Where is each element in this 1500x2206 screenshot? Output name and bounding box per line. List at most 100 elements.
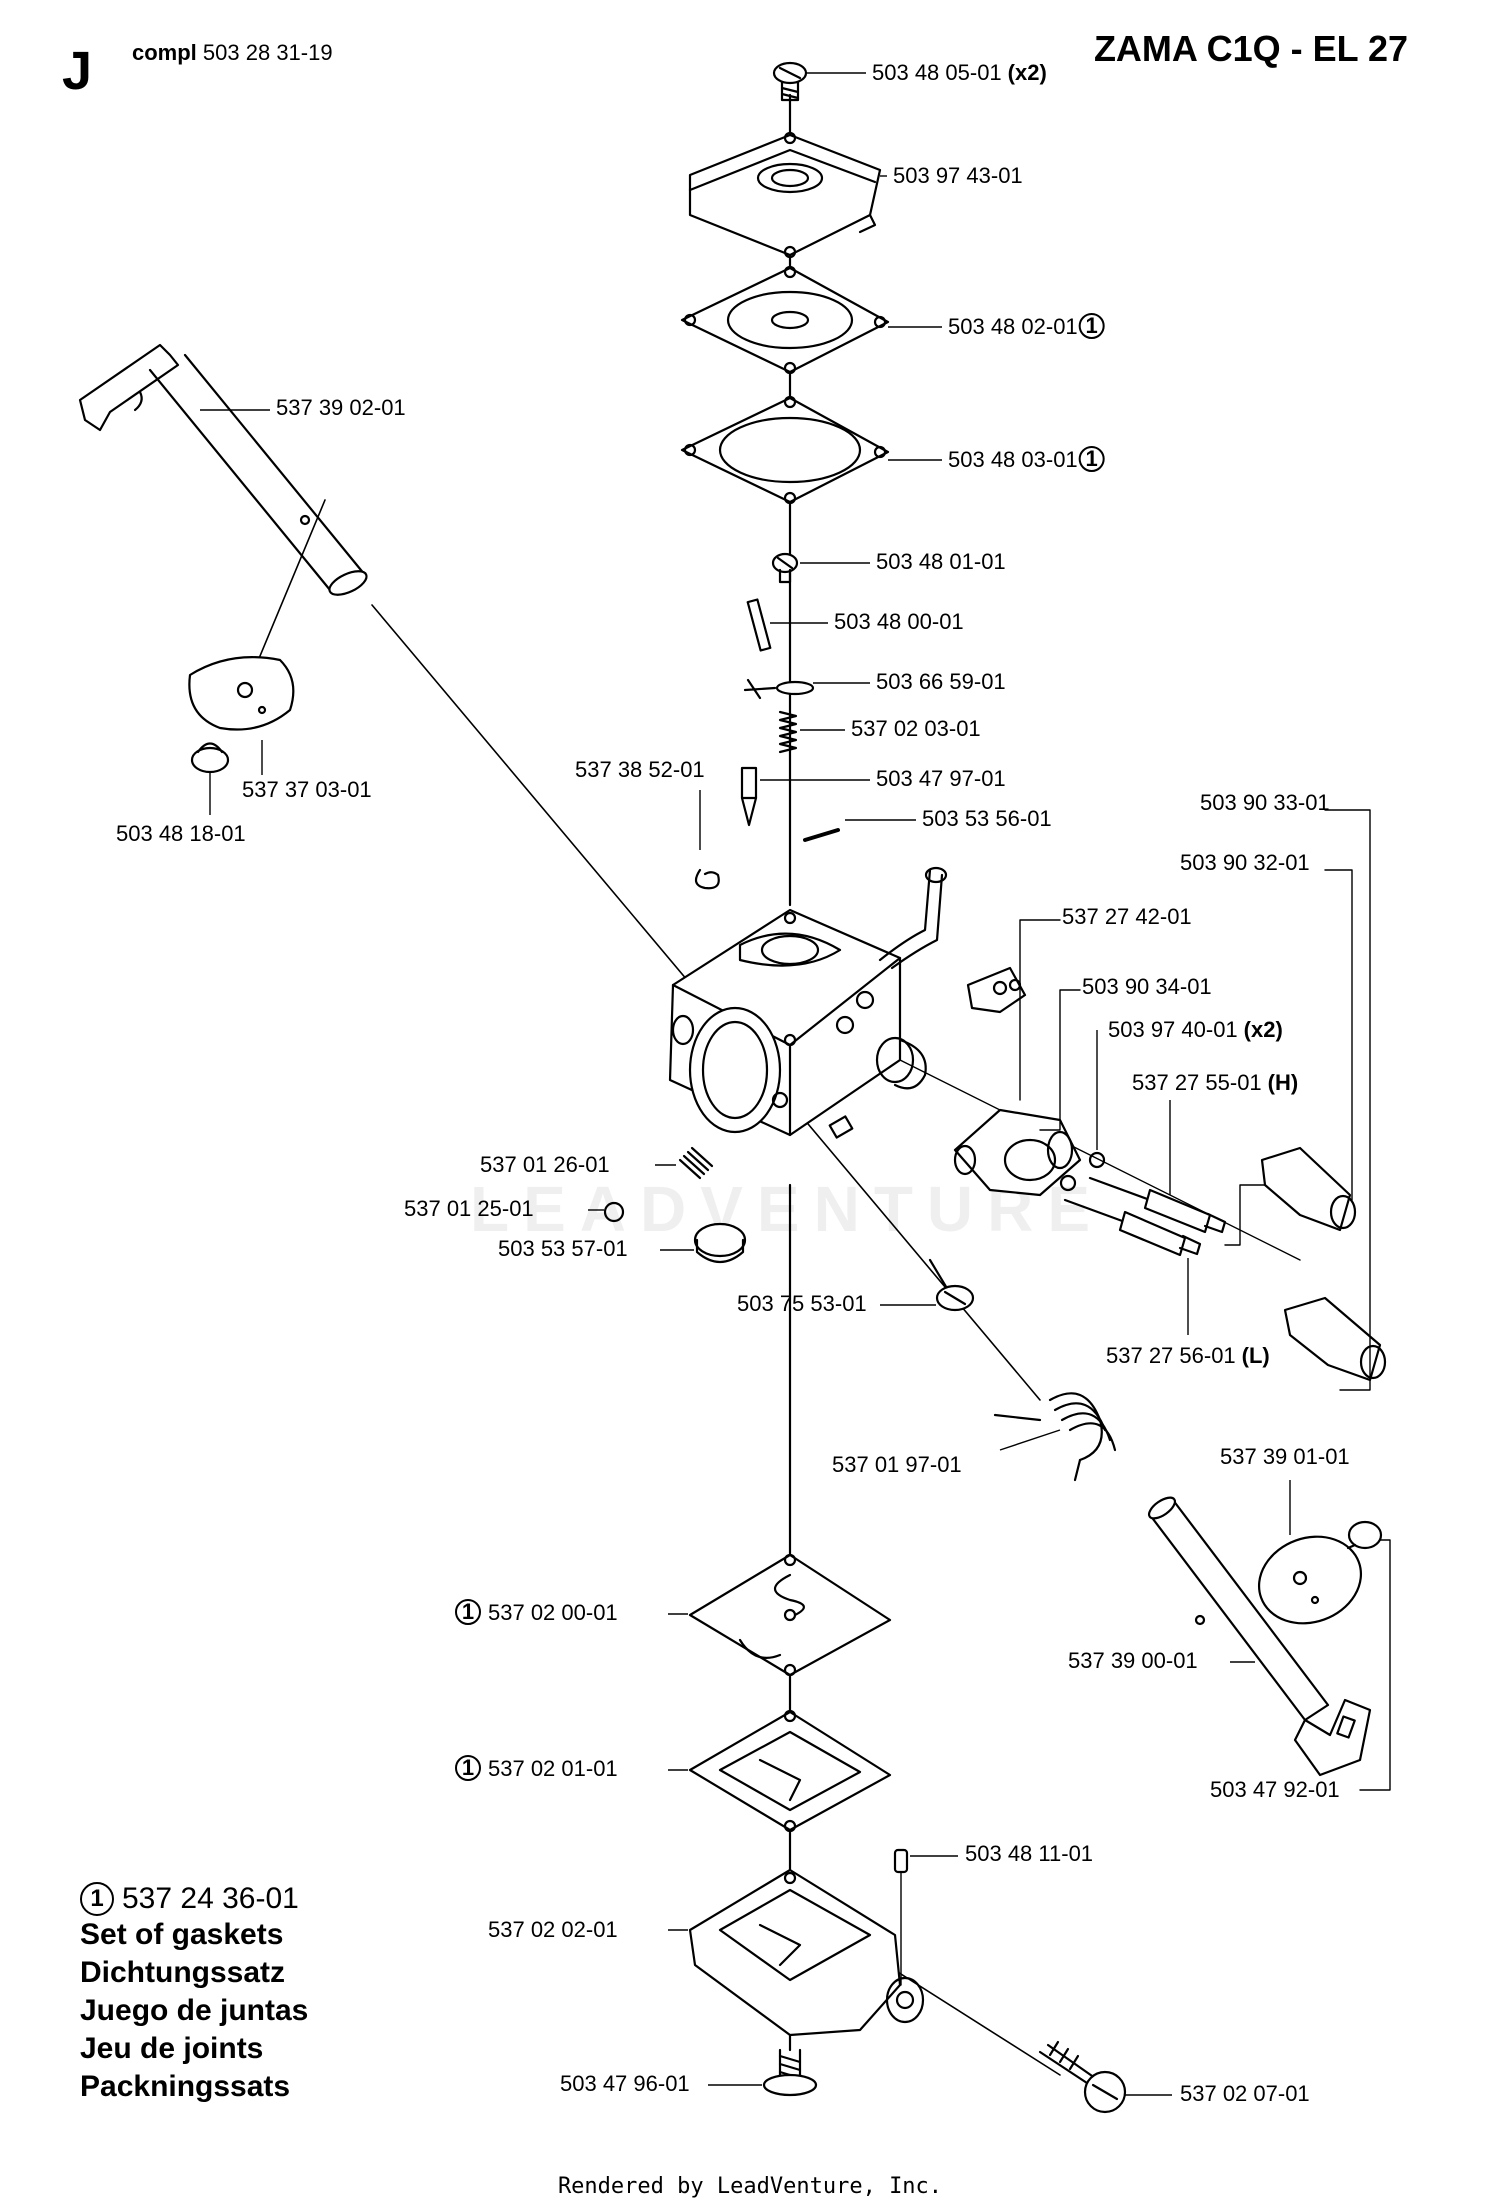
legend-line: Jeu de joints <box>80 2032 264 2065</box>
legend-kit-line: 1 537 24 36-01 <box>80 1882 308 1916</box>
needle-housing-icon <box>953 1108 1082 1197</box>
legend-marker: 1 <box>80 1882 114 1916</box>
part-number: 537 39 01-01 <box>1220 1444 1350 1469</box>
legend-line: Juego de juntas <box>80 1994 309 2027</box>
lever-spring-icon <box>778 710 798 754</box>
small-pin-icon <box>803 828 840 842</box>
compl-label: compl <box>132 40 197 65</box>
part-label-p07[interactable]: 503 48 00-01 <box>834 609 964 634</box>
part-label-p29[interactable]: 537 39 00-01 <box>1068 1648 1198 1673</box>
part-label-p34[interactable]: 503 47 96-01 <box>560 2071 690 2096</box>
throttle-bracket <box>1359 1539 1391 1791</box>
gasket-kit-marker-text: 1 <box>462 1599 474 1624</box>
legend-kit-number: 537 24 36-01 <box>122 1882 299 1915</box>
filter-screen-icon <box>693 1222 747 1264</box>
high-speed-needle-icon <box>1088 1176 1227 1234</box>
part-quantity-suffix: (L) <box>1242 1343 1270 1368</box>
part-number: 503 75 53-01 <box>737 1291 867 1316</box>
leader-line <box>999 1429 1061 1451</box>
part-number: 503 90 33-01 <box>1200 790 1330 815</box>
part-label-p11[interactable]: 503 48 18-01 <box>116 821 246 846</box>
gasket-kit-legend: 1 537 24 36-01 Set of gaskets Dichtungss… <box>80 1882 308 2106</box>
limiter-bracket-1 <box>1324 809 1371 1391</box>
part-label-p18[interactable]: 503 90 34-01 <box>1082 974 1212 999</box>
part-label-p12[interactable]: 537 38 52-01 <box>575 757 705 782</box>
part-label-p04[interactable]: 503 48 03-01 1 <box>948 446 1105 472</box>
part-label-p15[interactable]: 503 90 33-01 <box>1200 790 1330 815</box>
part-label-p20[interactable]: 537 27 55-01(H) <box>1132 1070 1298 1095</box>
part-number: 537 37 03-01 <box>242 777 372 802</box>
part-label-p10[interactable]: 537 37 03-01 <box>242 777 372 802</box>
part-number: 503 48 03-01 <box>948 447 1078 472</box>
idle-screw-icon <box>928 1258 975 1312</box>
part-label-p31[interactable]: 503 47 92-01 <box>1210 1777 1340 1802</box>
housing-bracket-2 <box>1039 989 1081 1131</box>
part-label-p26[interactable]: 537 01 97-01 <box>832 1452 962 1477</box>
choke-plate-icon <box>188 656 295 731</box>
cover-side-screw-icon <box>1038 2040 1127 2114</box>
part-number: 537 39 02-01 <box>276 395 406 420</box>
gasket-kit-marker <box>455 1599 481 1625</box>
compl-line: compl 503 28 31-19 <box>132 40 333 66</box>
needle-washer-2-icon <box>1059 1174 1077 1192</box>
part-label-p21[interactable]: 537 01 26-01 <box>480 1152 610 1177</box>
part-label-p19[interactable]: 503 97 40-01(x2) <box>1108 1017 1283 1042</box>
gasket-kit-marker-text: 1 <box>1086 446 1098 471</box>
part-label-p02[interactable]: 503 97 43-01 <box>893 163 1023 188</box>
part-label-p09[interactable]: 537 02 03-01 <box>851 716 981 741</box>
gasket-kit-marker <box>455 1755 481 1781</box>
part-number: 503 53 56-01 <box>922 806 1052 831</box>
part-label-p24[interactable]: 503 75 53-01 <box>737 1291 867 1316</box>
part-label-p17[interactable]: 537 27 42-01 <box>1062 904 1192 929</box>
legend-line: Set of gaskets <box>80 1918 284 1951</box>
part-number: 537 27 55-01 <box>1132 1070 1262 1095</box>
gasket-kit-marker <box>1078 446 1105 472</box>
part-label-p33[interactable]: 537 02 02-01 <box>488 1917 618 1942</box>
part-number: 503 90 34-01 <box>1082 974 1212 999</box>
retainer-clip-icon <box>694 868 720 890</box>
part-label-p23[interactable]: 503 53 57-01 <box>498 1236 628 1261</box>
part-label-p35[interactable]: 537 02 07-01 <box>1180 2081 1310 2106</box>
metering-diaphragm-icon <box>688 1553 892 1677</box>
part-label-p01[interactable]: 503 48 05-01(x2) <box>872 60 1047 85</box>
choke-shaft-icon <box>78 343 368 596</box>
cover-bottom-screw-icon <box>762 2048 818 2097</box>
part-number: 537 38 52-01 <box>575 757 705 782</box>
gasket-kit-marker <box>1078 313 1105 339</box>
part-number: 503 97 43-01 <box>893 163 1023 188</box>
pump-diaphragm-icon <box>680 265 890 375</box>
part-label-p08[interactable]: 503 66 59-01 <box>876 669 1006 694</box>
part-number: 503 48 11-01 <box>965 1841 1093 1866</box>
part-label-p32[interactable]: 503 48 11-01 <box>965 1841 1093 1866</box>
pump-cover-icon <box>688 131 882 259</box>
part-label-p16[interactable]: 503 90 32-01 <box>1180 850 1310 875</box>
cover-pin-icon <box>893 1848 909 1874</box>
needle-axis-line <box>889 1054 1301 1261</box>
part-label-p27[interactable]: 537 39 01-01 <box>1220 1444 1350 1469</box>
o-ring-icon <box>603 1201 625 1223</box>
part-number: 537 27 56-01 <box>1106 1343 1236 1368</box>
part-label-p06[interactable]: 503 48 01-01 <box>876 549 1006 574</box>
part-label-p25[interactable]: 537 27 56-01(L) <box>1106 1343 1270 1368</box>
legend-line: Packningssats <box>80 2070 291 2103</box>
part-number: 503 48 18-01 <box>116 821 246 846</box>
part-label-p13[interactable]: 503 47 97-01 <box>876 766 1006 791</box>
part-number: 503 47 92-01 <box>1210 1777 1340 1802</box>
part-quantity-suffix: (H) <box>1268 1070 1299 1095</box>
choke-lever-line <box>249 499 326 681</box>
limiter-cap-h-icon <box>1260 1146 1357 1232</box>
lever-pin-icon <box>746 598 772 652</box>
part-label-p22[interactable]: 537 01 25-01 <box>404 1196 534 1221</box>
compl-number: 503 28 31-19 <box>202 40 333 65</box>
legend-line: Dichtungssatz <box>80 1956 286 1989</box>
choke-screw-icon <box>190 742 230 774</box>
metering-cover-icon <box>688 1868 925 2037</box>
footer-credit: Rendered by LeadVenture, Inc. <box>557 2174 943 2199</box>
part-number: 537 39 00-01 <box>1068 1648 1198 1673</box>
part-label-p05[interactable]: 537 39 02-01 <box>276 395 406 420</box>
part-number: 503 66 59-01 <box>876 669 1006 694</box>
part-label-p14[interactable]: 503 53 56-01 <box>922 806 1052 831</box>
